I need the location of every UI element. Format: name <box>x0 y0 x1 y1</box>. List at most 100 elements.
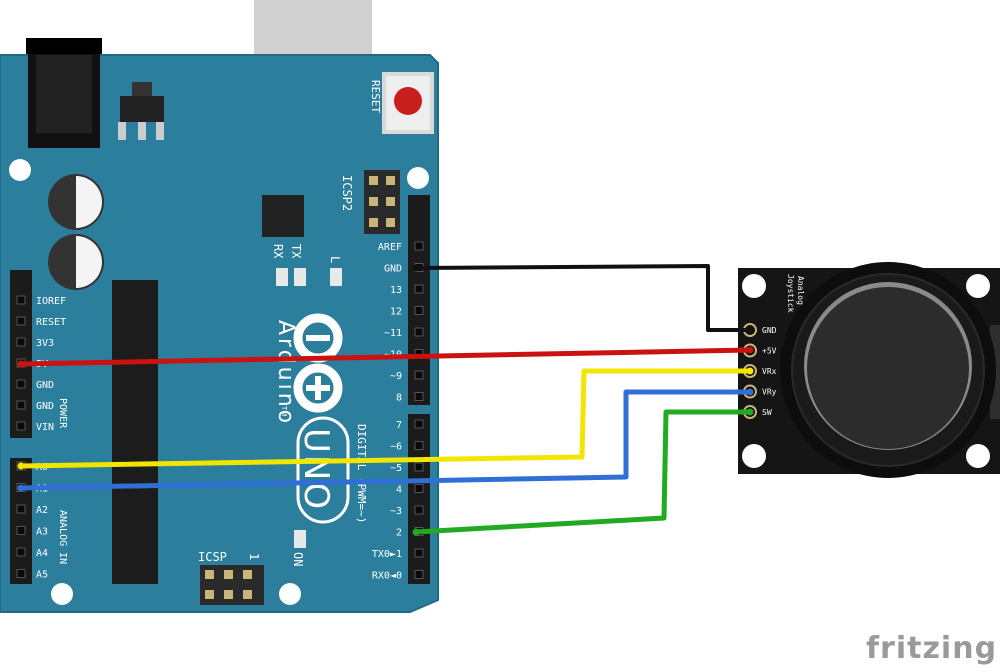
model-text: UNO <box>296 428 336 511</box>
power-section-label: POWER <box>57 398 68 429</box>
digital-upper-pin[interactable] <box>414 392 424 401</box>
power-pin[interactable] <box>16 379 26 389</box>
tx-led <box>294 268 306 286</box>
wire-sw[interactable] <box>415 409 750 535</box>
digital-lower-pin[interactable] <box>414 505 424 515</box>
trademark-mark: TM <box>280 405 288 416</box>
power-pin[interactable] <box>16 337 26 347</box>
digital-header-lower <box>408 414 430 584</box>
digital-lower-pin-label: ~6 <box>390 442 402 453</box>
capacitor-1 <box>48 174 104 230</box>
digital-upper-pin[interactable] <box>414 241 424 251</box>
digital-lower-pin[interactable] <box>414 548 424 558</box>
wire-endpoint <box>746 388 754 396</box>
wire-endpoint <box>17 462 25 470</box>
power-header <box>10 270 32 438</box>
digital-upper-pin[interactable] <box>414 327 424 337</box>
analog-header <box>10 458 32 584</box>
wires <box>17 264 754 536</box>
digital-lower-pin[interactable] <box>414 462 424 472</box>
power-pin[interactable] <box>16 400 26 410</box>
power-pin-label: IOREF <box>36 296 66 307</box>
wire-endpoint <box>746 346 754 354</box>
joystick-pin-label: VRx <box>762 367 777 376</box>
wire-endpoint <box>17 484 25 492</box>
usb-chip <box>262 195 304 237</box>
arduino-brand: Arduino <box>273 320 298 426</box>
digital-upper-pin-label: AREF <box>378 242 402 253</box>
capacitor-2 <box>48 234 104 290</box>
joystick-title-line1: Analog <box>796 276 805 305</box>
mounting-hole <box>9 159 31 181</box>
digital-lower-pin-label: RX0◄0 <box>372 571 402 582</box>
digital-section-label: DIGITAL (PWM=~) <box>355 424 368 523</box>
wire-endpoint <box>412 264 420 272</box>
power-pin-label: RESET <box>36 317 66 328</box>
digital-lower-pin-label: 2 <box>396 528 402 539</box>
analog-pin[interactable] <box>16 547 26 557</box>
digital-lower-pin[interactable] <box>414 441 424 450</box>
mounting-hole <box>279 583 301 605</box>
joystick-pin-label: SW <box>762 408 772 417</box>
uno-logo <box>296 416 350 524</box>
digital-upper-pin-label: 13 <box>390 285 402 296</box>
wire-vrx[interactable] <box>20 368 750 469</box>
analog-pin[interactable] <box>16 504 26 514</box>
digital-lower-pin[interactable] <box>414 570 424 579</box>
digital-upper-pin-label: ~9 <box>390 371 402 382</box>
wire-vry[interactable] <box>20 389 750 491</box>
digital-upper-pin-label: ~11 <box>384 328 402 339</box>
digital-header-upper <box>408 195 430 405</box>
analog-pin-label: A2 <box>36 505 48 516</box>
power-pin[interactable] <box>16 295 26 305</box>
analog-pin[interactable] <box>16 526 26 535</box>
icsp-header <box>200 565 264 605</box>
digital-upper-pin-label: GND <box>384 264 402 275</box>
digital-lower-pin[interactable] <box>414 419 424 429</box>
power-pin-label: GND <box>36 401 54 412</box>
digital-lower-pin-label: ~5 <box>390 463 402 474</box>
analog-pin-label: A3 <box>36 527 48 538</box>
power-pin[interactable] <box>16 316 26 326</box>
mounting-hole <box>407 167 429 189</box>
atmega-chip <box>112 280 158 584</box>
analog-pin-label: A5 <box>36 570 48 581</box>
power-pin-label: VIN <box>36 422 54 433</box>
wire-endpoint <box>746 367 754 375</box>
joystick-pin-label: +5V <box>762 347 777 356</box>
on-label: ON <box>291 552 305 566</box>
joystick-title-line2: Joystick <box>786 274 795 313</box>
analog-pin[interactable] <box>16 569 26 578</box>
tx-label: TX <box>289 244 303 259</box>
analog-pin-label: A4 <box>36 548 48 559</box>
digital-lower-pin-label: ~3 <box>390 506 402 517</box>
power-pin-label: 3V3 <box>36 338 54 349</box>
digital-upper-pin[interactable] <box>414 284 424 294</box>
digital-lower-pin-label: 7 <box>396 420 402 431</box>
wire-endpoint <box>412 528 420 536</box>
wire-endpoint <box>746 408 754 416</box>
joystick-pin-label: VRy <box>762 388 777 397</box>
icsp-pin1-label: 1 <box>247 553 261 560</box>
l-led-label: L <box>328 256 342 263</box>
digital-upper-pin-label: 12 <box>390 307 402 318</box>
joystick-knob[interactable] <box>780 262 996 478</box>
wire-gnd[interactable] <box>415 264 750 332</box>
power-jack <box>26 38 102 148</box>
l-led <box>330 268 342 286</box>
digital-upper-pin[interactable] <box>414 306 424 315</box>
digital-lower-pin[interactable] <box>414 484 424 493</box>
digital-lower-pin-label: 4 <box>396 485 402 496</box>
wire-5v[interactable] <box>20 347 751 367</box>
digital-lower-pin-label: TX0►1 <box>372 549 402 560</box>
icsp2-header <box>364 170 400 234</box>
reset-button[interactable] <box>382 72 434 134</box>
wire-endpoint <box>746 326 754 334</box>
digital-upper-pin[interactable] <box>414 370 424 380</box>
mounting-hole <box>51 583 73 605</box>
reset-label: RESET <box>369 80 382 113</box>
on-led <box>294 530 306 548</box>
power-pin[interactable] <box>16 421 26 431</box>
